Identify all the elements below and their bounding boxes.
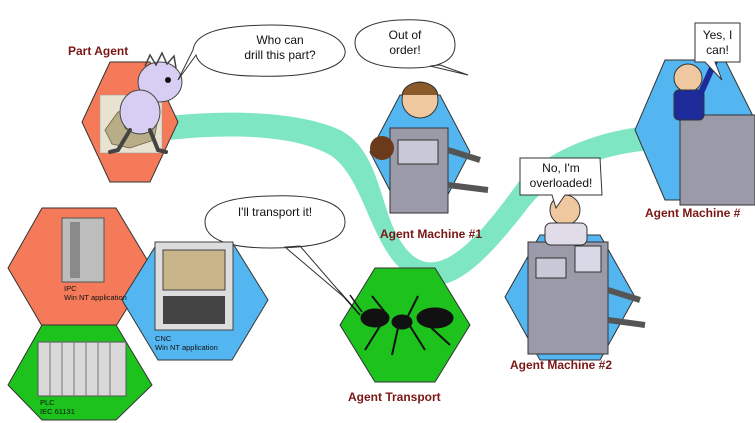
part-bubble-line1: Who can (256, 33, 304, 47)
plc-caption: PLC IEC 61131 (40, 398, 75, 416)
machine3-bubble (694, 22, 741, 81)
cnc-caption-desc: Win NT application (155, 343, 218, 352)
creature-hair (144, 51, 177, 69)
part-bubble-line2: drill this part? (244, 48, 316, 62)
machine1-panel (397, 139, 439, 165)
ipc-device (61, 217, 105, 283)
machine2-screen (574, 245, 602, 273)
machine1-arm (447, 147, 489, 193)
ipc-caption-name: IPC (64, 284, 77, 293)
plc-caption-desc: IEC 61131 (40, 407, 75, 416)
plc-modules (49, 342, 111, 396)
machine1-bubble (354, 19, 469, 76)
machine2-bubble-line1: No, I'm (542, 161, 580, 175)
cnc-screen (162, 249, 226, 291)
machine3-bubble-line1: Yes, I (702, 28, 733, 42)
machine2-operator-body (544, 222, 588, 246)
machine1-shoe-icon (370, 136, 394, 160)
machine1-operator-hair (401, 81, 439, 96)
machine1-label: Agent Machine #1 (380, 227, 483, 241)
ipc-device-stripe (70, 222, 80, 278)
cnc-caption: CNC Win NT application (155, 334, 218, 352)
plc-device (37, 341, 127, 397)
machine3-operator-body (673, 89, 705, 121)
ipc-caption: IPC Win NT application (64, 284, 127, 302)
machine1-bubble-line2: order! (389, 43, 421, 57)
machine2-bubble (519, 157, 603, 210)
part-bubble (177, 24, 346, 81)
machine3-label: Agent Machine # (645, 206, 741, 220)
machine3-bubble-line2: can! (706, 43, 729, 57)
machine3-operator-head (673, 63, 703, 93)
machine3-bubble-text: Yes, I can! (695, 28, 740, 58)
cnc-caption-name: CNC (155, 334, 172, 343)
creature-body (119, 89, 161, 135)
flow-band (150, 112, 650, 286)
machine2-label: Agent Machine #2 (510, 358, 613, 372)
part-bubble-text: Who can drill this part? (220, 33, 340, 63)
machine3-cabinet (679, 114, 755, 206)
machine1-bubble-line1: Out of (388, 28, 422, 42)
machine2-bubble-line2: overloaded! (529, 176, 593, 190)
transport-label: Agent Transport (348, 390, 441, 404)
transport-bubble-line1: I'll transport it! (237, 205, 313, 219)
machine1-bubble-text: Out of order! (370, 28, 440, 58)
creature-leg (108, 128, 168, 154)
machine2-bubble-text: No, I'm overloaded! (520, 161, 602, 191)
ipc-caption-desc: Win NT application (64, 293, 127, 302)
transport-bubble-text: I'll transport it! (210, 205, 340, 220)
transport-bubble (204, 195, 346, 299)
machine2-panel (535, 257, 567, 279)
ant-icon (337, 289, 454, 356)
machine2-arm (607, 287, 646, 328)
cnc-keypad (163, 296, 225, 324)
creature-eye-icon (165, 77, 171, 83)
part-agent-label: Part Agent (68, 44, 129, 58)
plc-caption-name: PLC (40, 398, 55, 407)
